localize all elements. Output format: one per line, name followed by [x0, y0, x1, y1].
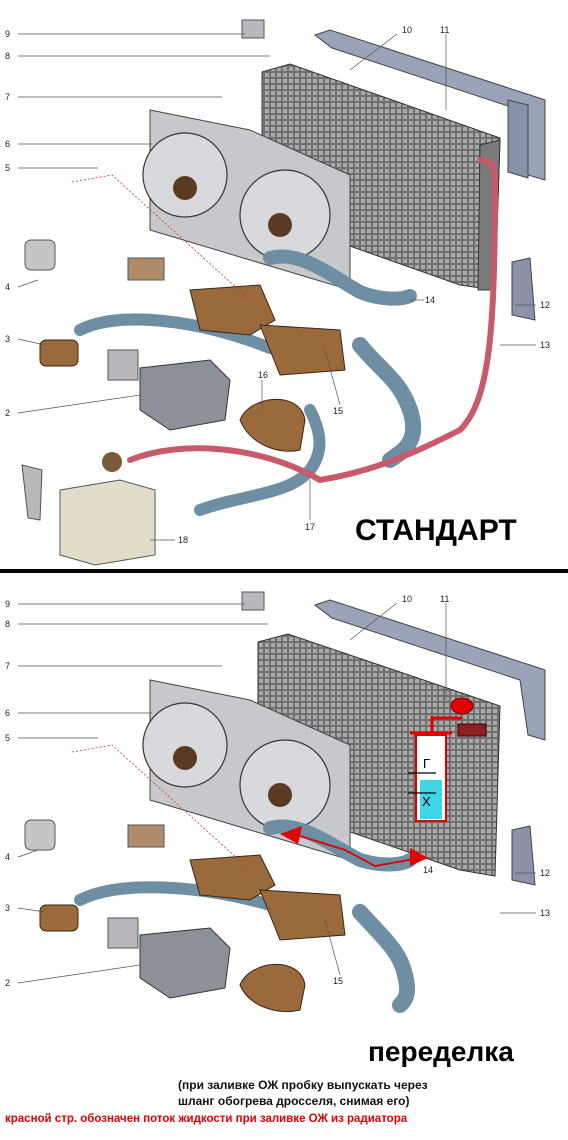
flow-arrow-right — [410, 848, 428, 866]
gasket-4-b — [24, 819, 56, 851]
tank-label-g: Г — [423, 756, 430, 771]
callout-6-b: 6 — [5, 708, 10, 718]
gasket-pump — [107, 349, 139, 381]
callout-13-b: 13 — [540, 908, 550, 918]
leader-lines-bottom — [17, 602, 536, 984]
hose-upper-radiator-2 — [263, 819, 417, 872]
callout-17: 17 — [305, 522, 315, 532]
fan-2-hub — [268, 213, 292, 237]
callout-14: 14 — [425, 295, 435, 305]
radiator-frame-top — [313, 29, 546, 181]
shroud-panel — [511, 257, 536, 321]
callout-10-b: 10 — [402, 594, 412, 604]
hose-lower-2 — [352, 904, 416, 1013]
expansion-tank — [59, 479, 156, 566]
tank-label-x: Х — [422, 794, 431, 809]
flow-arrow-left — [280, 826, 302, 844]
hose-lower-radiator — [352, 337, 422, 468]
fan-1 — [142, 132, 228, 218]
filler-neck — [457, 723, 487, 737]
title-standard: СТАНДАРТ — [355, 514, 517, 547]
water-pump-2 — [139, 927, 231, 999]
note-line-1: (при заливке ОЖ пробку выпускать через — [178, 1078, 428, 1092]
callout-10: 10 — [402, 25, 412, 35]
callouts-top: 9 8 7 6 5 4 3 2 10 11 12 13 14 15 16 17 … — [5, 25, 550, 545]
callout-12-b: 12 — [540, 868, 550, 878]
filler-pipe — [430, 716, 462, 735]
section-divider — [0, 569, 568, 573]
elbow-2 — [239, 963, 306, 1013]
fitting-3-b — [39, 904, 79, 932]
water-pump — [139, 359, 231, 431]
callout-4-b: 4 — [5, 852, 10, 862]
coolant-level — [420, 780, 442, 819]
note-line-2: шланг обогрева дросселя, снимая его) — [178, 1094, 410, 1108]
callout-15-b: 15 — [333, 976, 343, 986]
callout-6: 6 — [5, 139, 10, 149]
gasket-4 — [24, 239, 56, 271]
tank-bracket — [21, 464, 43, 521]
callout-11-b: 11 — [440, 594, 449, 604]
sensor-wire — [71, 174, 251, 301]
fan-2-b-hub — [268, 783, 292, 807]
hose-red-bypass — [127, 157, 499, 484]
bracket-9 — [241, 19, 265, 39]
title-modified: переделка — [368, 1036, 514, 1067]
gasket-upper-b — [127, 824, 165, 848]
fan-1-b — [142, 702, 228, 788]
callout-4: 4 — [5, 282, 10, 292]
coolant-flow-overlay: Г Х — [280, 697, 487, 867]
callout-7-b: 7 — [5, 661, 10, 671]
callout-15: 15 — [333, 406, 343, 416]
fan-1-b-hub — [173, 746, 197, 770]
callout-18: 18 — [178, 535, 188, 545]
gasket-upper — [127, 257, 165, 281]
callout-12: 12 — [540, 300, 550, 310]
sensor-wire-2 — [71, 744, 251, 871]
callout-16: 16 — [258, 370, 268, 380]
callout-3: 3 — [5, 334, 10, 344]
callouts-bottom: 9 8 7 6 5 4 3 2 10 11 12 13 14 15 — [5, 594, 550, 988]
tee-fitting-2 — [259, 889, 346, 941]
elbow-16 — [239, 398, 306, 452]
bracket-9-b — [241, 591, 265, 611]
hose-upper-radiator — [263, 249, 417, 306]
radiator-frame-top-2 — [313, 599, 546, 741]
callout-3-b: 3 — [5, 903, 10, 913]
callout-9: 9 — [5, 29, 10, 39]
callout-13: 13 — [540, 340, 550, 350]
leader-lines-top — [17, 33, 536, 541]
tank-cap — [102, 452, 122, 472]
callout-9-b: 9 — [5, 599, 10, 609]
radiator-frame-side — [507, 99, 529, 179]
callout-11: 11 — [440, 25, 449, 35]
shroud-panel-2 — [511, 825, 536, 886]
fan-1-hub — [173, 176, 197, 200]
gasket-pump-b — [107, 917, 139, 949]
tee-fitting — [259, 324, 346, 376]
callout-5-b: 5 — [5, 733, 10, 743]
callout-14-b: 14 — [423, 865, 433, 875]
callout-7: 7 — [5, 92, 10, 102]
filler-cap — [450, 697, 474, 715]
modified-diagram: Г Х — [17, 591, 546, 1013]
hose-3 — [74, 313, 276, 354]
callout-5: 5 — [5, 163, 10, 173]
standard-diagram — [17, 19, 546, 566]
fitting-3 — [39, 339, 79, 367]
note-red: красной стр. обозначен поток жидкости пр… — [5, 1113, 408, 1125]
callout-2-b: 2 — [5, 978, 10, 988]
callout-8-b: 8 — [5, 619, 10, 629]
callout-8: 8 — [5, 51, 10, 61]
callout-2: 2 — [5, 408, 10, 418]
